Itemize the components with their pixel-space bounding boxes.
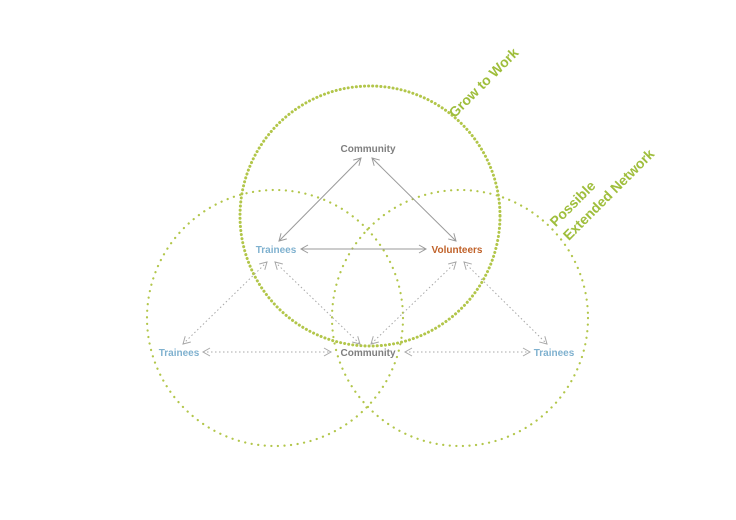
circle-right-extended — [330, 188, 590, 448]
title-grow-to-work: Grow to Work — [445, 44, 521, 120]
node-community-top: Community — [341, 144, 396, 155]
circle-grow-to-work — [238, 84, 502, 348]
node-volunteers-mid: Volunteers — [432, 245, 483, 256]
arrow-trainees-mid-to-community-bottom — [274, 261, 361, 345]
node-trainees-right: Trainees — [534, 348, 575, 359]
arrow-community-volunteers — [371, 157, 457, 242]
arrow-volunteers-to-community-bottom — [370, 261, 457, 345]
arrow-volunteers-to-trainees-right — [463, 261, 548, 345]
node-trainees-mid: Trainees — [256, 245, 297, 256]
node-community-bottom: Community — [341, 348, 396, 359]
node-trainees-left: Trainees — [159, 348, 200, 359]
circle-left-extended — [145, 188, 405, 448]
arrow-community-trainees — [278, 157, 362, 242]
